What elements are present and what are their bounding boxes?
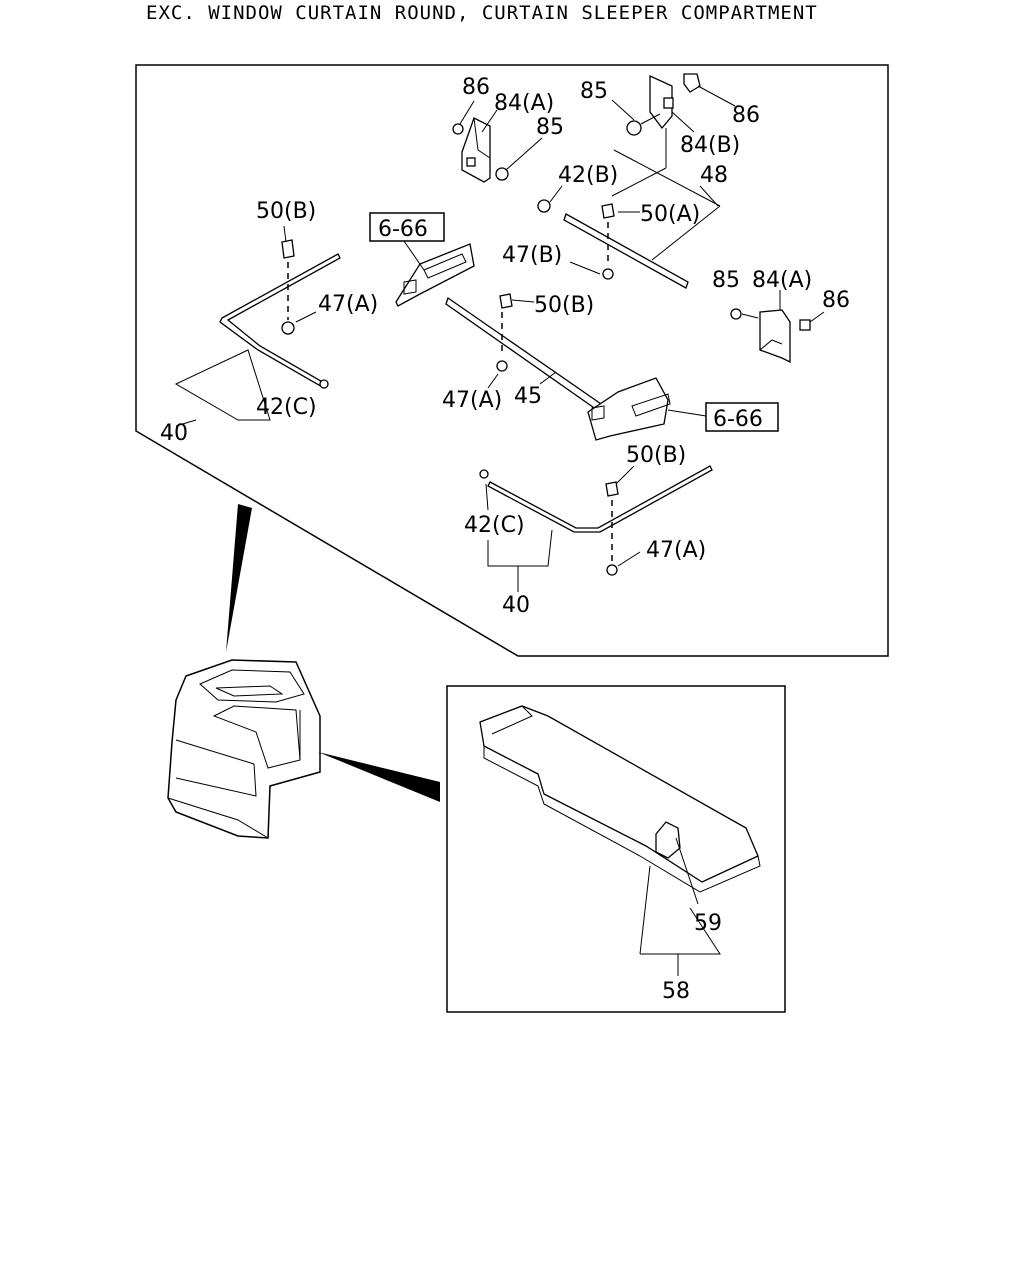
- label-50b-left: 50(B): [256, 199, 316, 224]
- leader-wedge-upper: [226, 504, 252, 652]
- ref-box-lower: [705, 402, 779, 432]
- label-47a-lower: 47(A): [646, 538, 706, 563]
- curtain-rail-left: [219, 239, 341, 389]
- label-59: 59: [694, 911, 722, 936]
- label-42c-left: 42(C): [256, 395, 317, 420]
- curtain-rail-45: [445, 293, 605, 413]
- trim-panel-upper: [395, 243, 475, 307]
- truck-cab: [167, 659, 321, 839]
- label-47b: 47(B): [502, 243, 562, 268]
- label-84a-right: 84(A): [752, 268, 812, 293]
- sun-visor-58: [479, 705, 761, 893]
- label-85-right: 85: [712, 268, 740, 293]
- ref-box-upper: [369, 212, 445, 242]
- curtain-rail-lower: [479, 465, 713, 533]
- label-86-top-right: 86: [732, 103, 760, 128]
- label-84b: 84(B): [680, 133, 740, 158]
- label-48: 48: [700, 163, 728, 188]
- label-85-upper: 85: [536, 115, 564, 140]
- label-50b-lower: 50(B): [626, 443, 686, 468]
- bracket-84b: [626, 73, 701, 136]
- label-40-lower: 40: [502, 593, 530, 618]
- label-50b-center: 50(B): [534, 293, 594, 318]
- label-84a-upper: 84(A): [494, 91, 554, 116]
- label-86-right: 86: [822, 288, 850, 313]
- ref-6-66-upper: 6-66: [378, 217, 428, 242]
- leader-wedge-right: [318, 752, 440, 802]
- diagram-title: EXC. WINDOW CURTAIN ROUND, CURTAIN SLEEP…: [146, 2, 818, 24]
- label-86-upper: 86: [462, 75, 490, 100]
- label-47a-center: 47(A): [442, 388, 502, 413]
- label-50a: 50(A): [640, 202, 700, 227]
- trim-panel-lower: [587, 377, 671, 441]
- bracket-84a-right: [730, 308, 811, 364]
- curtain-rail-48: [537, 199, 689, 289]
- label-45: 45: [514, 384, 542, 409]
- bracket-84a-upper: [452, 117, 509, 183]
- label-42c-lower: 42(C): [464, 513, 525, 538]
- label-58: 58: [662, 979, 690, 1004]
- label-85-top-right: 85: [580, 79, 608, 104]
- label-47a-left: 47(A): [318, 292, 378, 317]
- ref-6-66-lower: 6-66: [713, 407, 763, 432]
- detail-frame: [446, 685, 786, 1013]
- label-40-left: 40: [160, 421, 188, 446]
- label-42b: 42(B): [558, 163, 618, 188]
- main-frame: [135, 64, 889, 657]
